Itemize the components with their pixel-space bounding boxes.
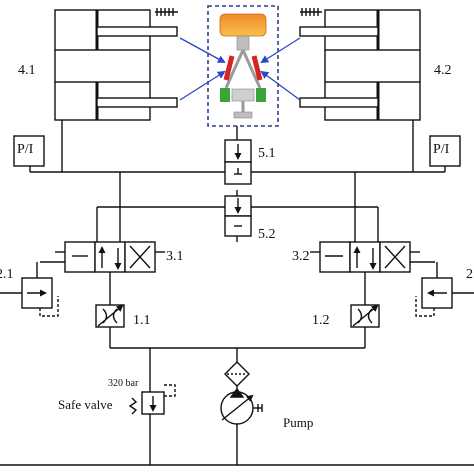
label-pump: Pump <box>283 415 314 430</box>
cylinder-4-1 <box>54 8 178 121</box>
label-cylinder-4-1: 4.1 <box>18 63 36 78</box>
pointer-arrows <box>179 37 301 101</box>
label-valve-5-1: 5.1 <box>258 146 276 161</box>
label-cylinder-4-2: 4.2 <box>434 63 452 78</box>
filter-icon <box>224 361 250 387</box>
valve-5-2 <box>224 195 252 237</box>
label-sensor-right: P/I <box>433 142 450 157</box>
directional-valve-3-1 <box>40 241 165 273</box>
relief-valve-2-1 <box>0 262 59 317</box>
label-dcv-3-1: 3.1 <box>166 249 184 264</box>
label-throttle-1-1: 1.1 <box>133 313 151 328</box>
pressure-sensor-right <box>413 135 461 173</box>
throttle-valve-1-2 <box>350 272 380 348</box>
cylinder-4-2 <box>299 8 421 121</box>
label-dcv-3-2: 3.2 <box>292 249 310 264</box>
mechanism-inset <box>207 5 279 127</box>
safe-valve <box>128 348 176 465</box>
spring-icon <box>155 8 178 16</box>
relief-valve-2-2 <box>415 262 474 317</box>
label-relief-2-1: 2.1 <box>0 267 14 282</box>
label-throttle-1-2: 1.2 <box>312 313 330 328</box>
pressure-sensor-left <box>13 135 62 173</box>
label-safe-valve: Safe valve <box>58 397 113 412</box>
spring-icon <box>300 8 322 16</box>
label-pressure: 320 bar <box>108 378 139 389</box>
pump-icon <box>220 387 263 465</box>
label-relief-2-2: 2 <box>466 267 473 282</box>
valve-5-1 <box>224 139 252 185</box>
directional-valve-3-2 <box>310 241 435 273</box>
label-sensor-left: P/I <box>17 142 34 157</box>
label-valve-5-2: 5.2 <box>258 227 276 242</box>
throttle-valve-1-1 <box>95 272 125 348</box>
